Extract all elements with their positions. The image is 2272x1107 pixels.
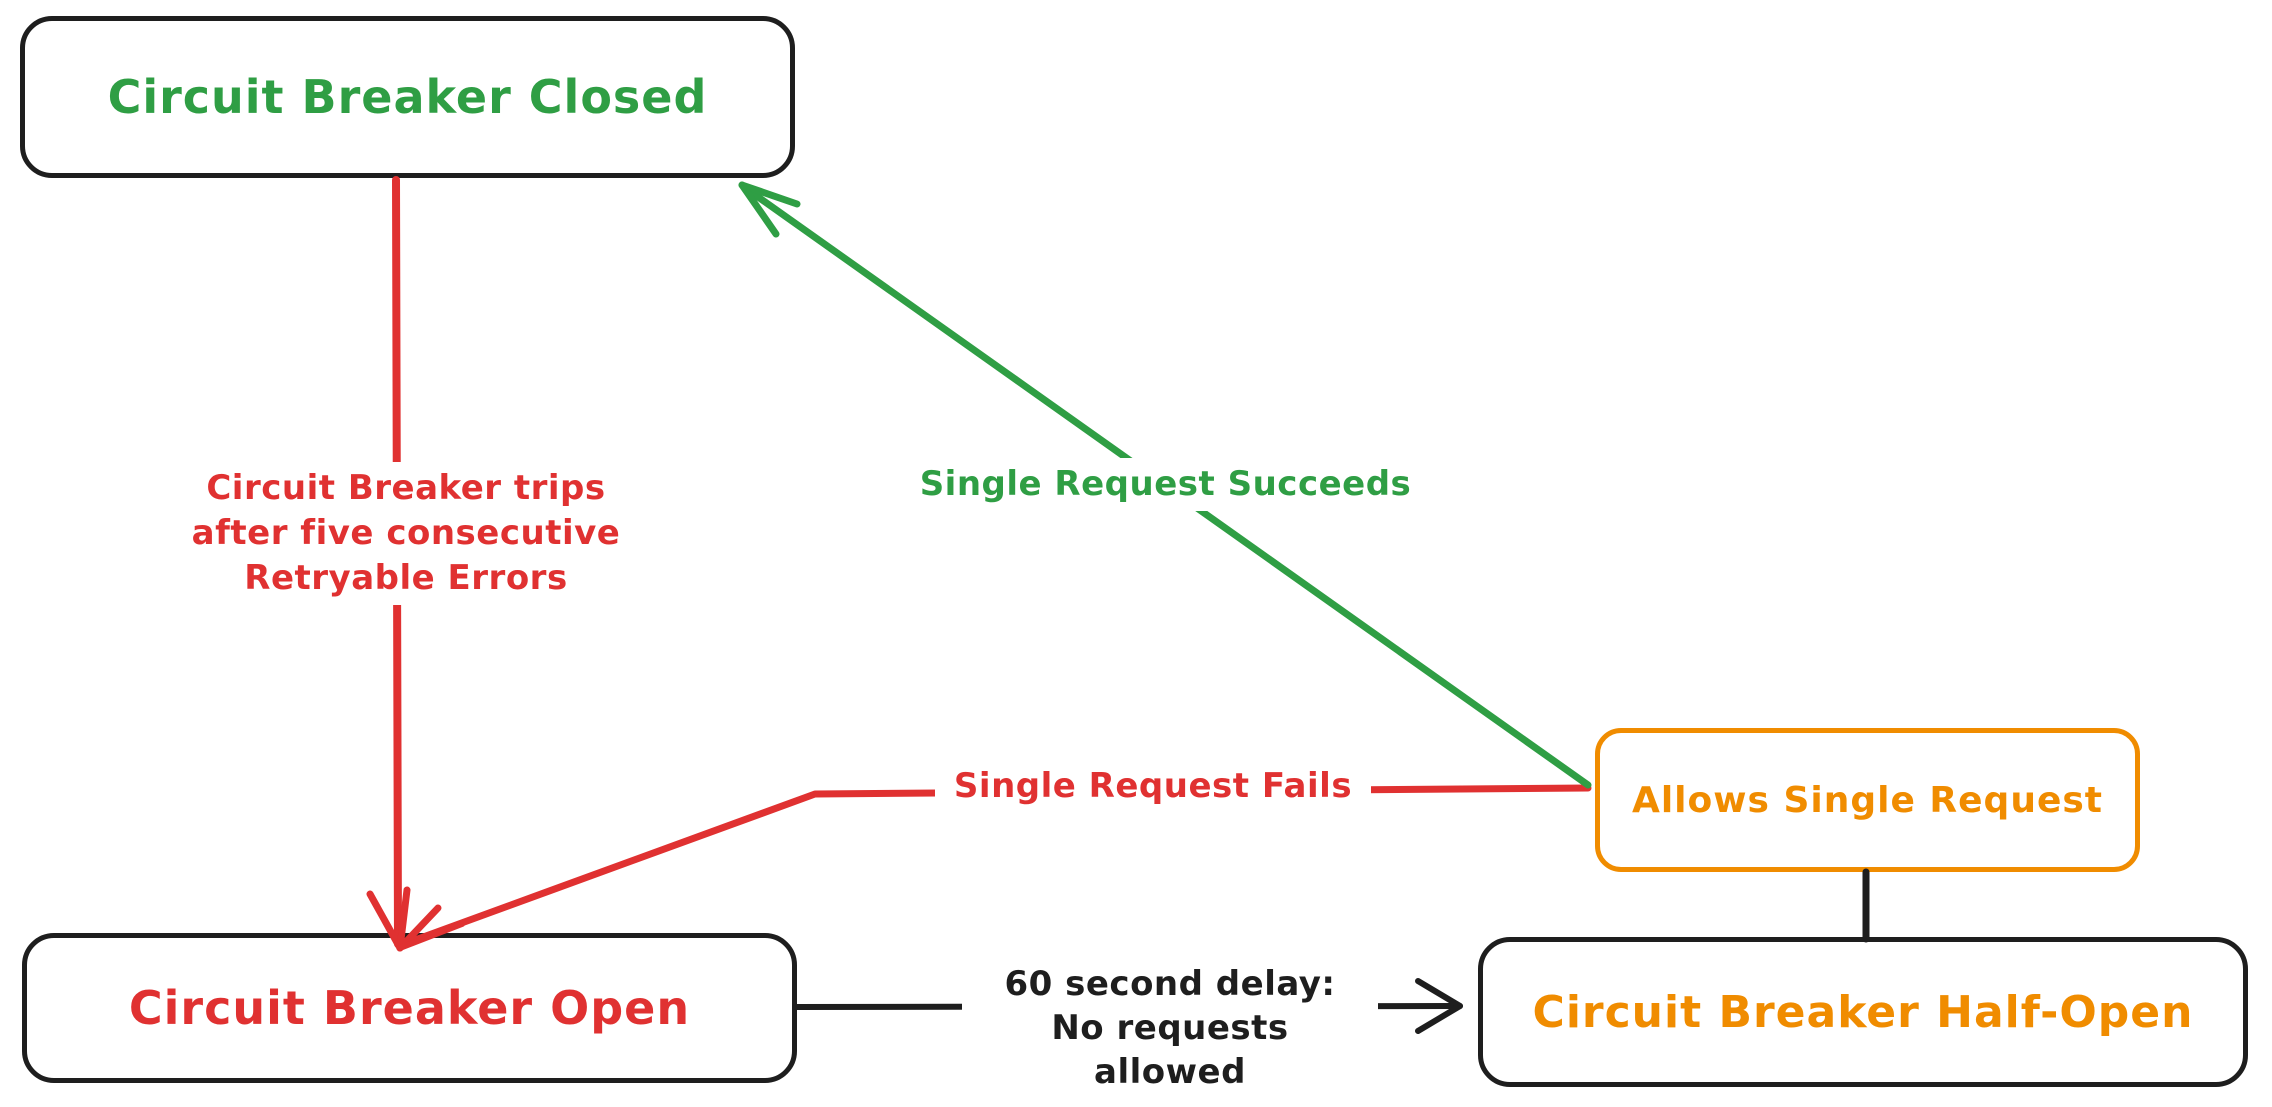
state-circuit-breaker-half-open: Circuit Breaker Half-Open bbox=[1478, 937, 2248, 1087]
fails-edge-label: Single Request Fails bbox=[935, 760, 1371, 813]
green-arrowhead bbox=[738, 181, 801, 238]
state-half-open-label: Circuit Breaker Half-Open bbox=[1532, 986, 2194, 1038]
state-allows-label: Allows Single Request bbox=[1631, 779, 2104, 821]
delay-edge-label: 60 second delay: No requests allowed bbox=[962, 958, 1378, 1098]
trip-label-line3: Retryable Errors bbox=[244, 558, 568, 598]
state-circuit-breaker-open: Circuit Breaker Open bbox=[22, 933, 797, 1083]
state-allows-single-request: Allows Single Request bbox=[1595, 728, 2140, 872]
delay-label-line2: No requests allowed bbox=[1051, 1008, 1289, 1092]
black-arrowhead bbox=[1415, 978, 1463, 1034]
state-open-label: Circuit Breaker Open bbox=[128, 981, 691, 1035]
succeeds-edge-label: Single Request Succeeds bbox=[905, 458, 1426, 511]
delay-label-line1: 60 second delay: bbox=[1004, 964, 1336, 1004]
trip-label-line2: after five consecutive bbox=[191, 513, 621, 553]
trip-label-line1: Circuit Breaker trips bbox=[206, 468, 606, 508]
trip-edge-label: Circuit Breaker trips after five consecu… bbox=[168, 462, 644, 605]
state-closed-label: Circuit Breaker Closed bbox=[107, 70, 708, 124]
state-circuit-breaker-closed: Circuit Breaker Closed bbox=[20, 16, 795, 178]
